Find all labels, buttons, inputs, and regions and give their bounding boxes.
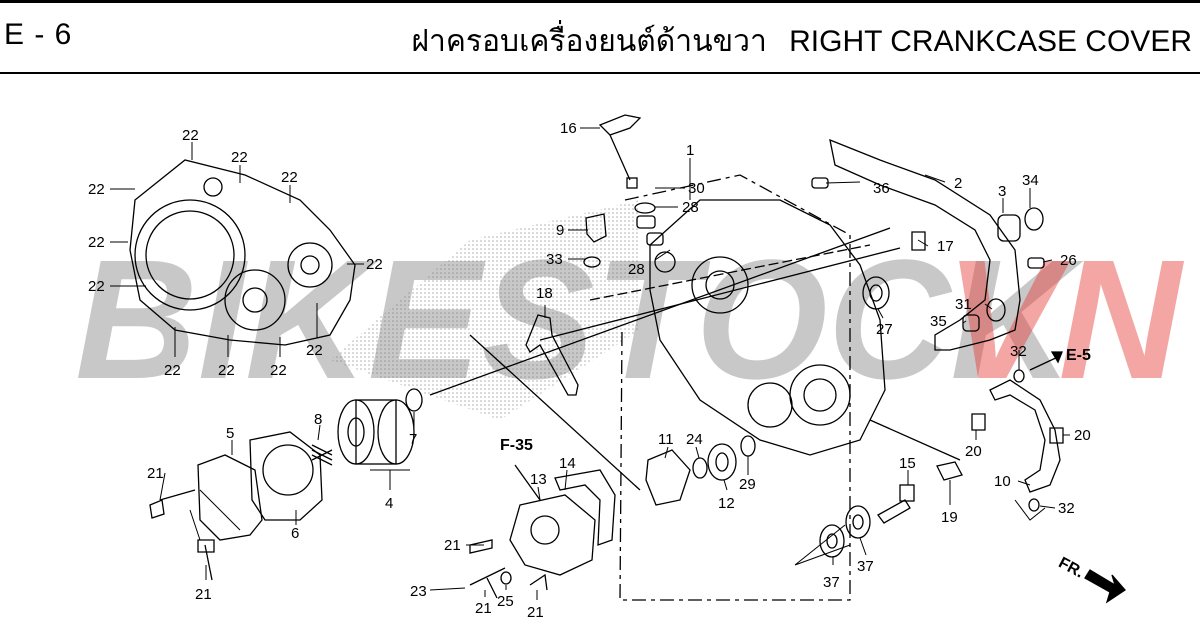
callout-2: 2 xyxy=(954,175,962,192)
callout-24: 24 xyxy=(686,431,703,448)
watermark-text-vn: VN xyxy=(945,225,1184,415)
callout-36: 36 xyxy=(873,180,890,197)
ref-f35: F-35 xyxy=(500,437,533,454)
right-crankcase-cover xyxy=(649,199,886,456)
callout-22: 22 xyxy=(182,127,199,144)
callout-labels: 22 22 22 22 22 22 22 22 22 22 22 1 2 3 3… xyxy=(88,120,1091,621)
title-english: RIGHT CRANKCASE COVER xyxy=(789,25,1192,58)
callout-17: 17 xyxy=(937,238,954,255)
callout-7: 7 xyxy=(409,431,417,448)
callout-21: 21 xyxy=(195,586,212,603)
title-thai: ฝาครอบเครื่องยนต์ด้านขวา xyxy=(411,25,767,58)
header-rule xyxy=(0,72,1200,74)
callout-16: 16 xyxy=(560,120,577,137)
callout-21: 21 xyxy=(444,537,461,554)
callout-22: 22 xyxy=(88,234,105,251)
callout-23: 23 xyxy=(410,583,427,600)
callout-37: 37 xyxy=(823,574,840,591)
page-title: ฝาครอบเครื่องยนต์ด้านขวา RIGHT CRANKCASE… xyxy=(397,18,1192,65)
callout-32: 32 xyxy=(1010,343,1027,360)
callout-22: 22 xyxy=(218,362,235,379)
callout-22: 22 xyxy=(281,169,298,186)
callout-33: 33 xyxy=(546,251,563,268)
callout-22: 22 xyxy=(88,278,105,295)
callout-20: 20 xyxy=(965,443,982,460)
page-code: E - 6 xyxy=(4,18,73,51)
callout-37: 37 xyxy=(857,558,874,575)
callout-14: 14 xyxy=(559,455,576,472)
callout-21: 21 xyxy=(475,600,492,617)
ref-e5: E-5 xyxy=(1066,347,1091,364)
callout-3: 3 xyxy=(998,183,1006,200)
callout-22: 22 xyxy=(366,256,383,273)
shading xyxy=(330,200,640,420)
callout-32: 32 xyxy=(1058,500,1075,517)
top-border xyxy=(0,0,1200,3)
callout-21: 21 xyxy=(147,465,164,482)
callout-10: 10 xyxy=(994,473,1011,490)
line-art xyxy=(129,114,1126,604)
callout-12: 12 xyxy=(718,495,735,512)
ref-front: FR. xyxy=(1056,554,1087,581)
callout-35: 35 xyxy=(930,313,947,330)
callout-5: 5 xyxy=(226,425,234,442)
callout-28: 28 xyxy=(682,199,699,216)
callout-29: 29 xyxy=(739,476,756,493)
callout-26: 26 xyxy=(1060,252,1077,269)
callout-20: 20 xyxy=(1074,427,1091,444)
callout-27: 27 xyxy=(876,321,893,338)
callout-4: 4 xyxy=(385,495,393,512)
callout-31: 31 xyxy=(955,296,972,313)
callout-22: 22 xyxy=(88,181,105,198)
callout-22: 22 xyxy=(164,362,181,379)
leader-lines xyxy=(110,127,1070,600)
callout-25: 25 xyxy=(497,593,514,610)
callout-21: 21 xyxy=(527,604,544,621)
callout-18: 18 xyxy=(536,285,553,302)
callout-30: 30 xyxy=(688,180,705,197)
callout-15: 15 xyxy=(899,455,916,472)
callout-34: 34 xyxy=(1022,172,1039,189)
callout-19: 19 xyxy=(941,509,958,526)
callout-1: 1 xyxy=(686,142,694,159)
callout-13: 13 xyxy=(530,471,547,488)
callout-22: 22 xyxy=(270,362,287,379)
inner-cover xyxy=(129,159,356,346)
callout-6: 6 xyxy=(291,525,299,542)
callout-11: 11 xyxy=(658,431,674,448)
callout-8: 8 xyxy=(314,411,322,428)
callout-22: 22 xyxy=(231,149,248,166)
callout-22: 22 xyxy=(306,342,323,359)
callout-28: 28 xyxy=(628,261,645,278)
callout-9: 9 xyxy=(556,222,564,239)
